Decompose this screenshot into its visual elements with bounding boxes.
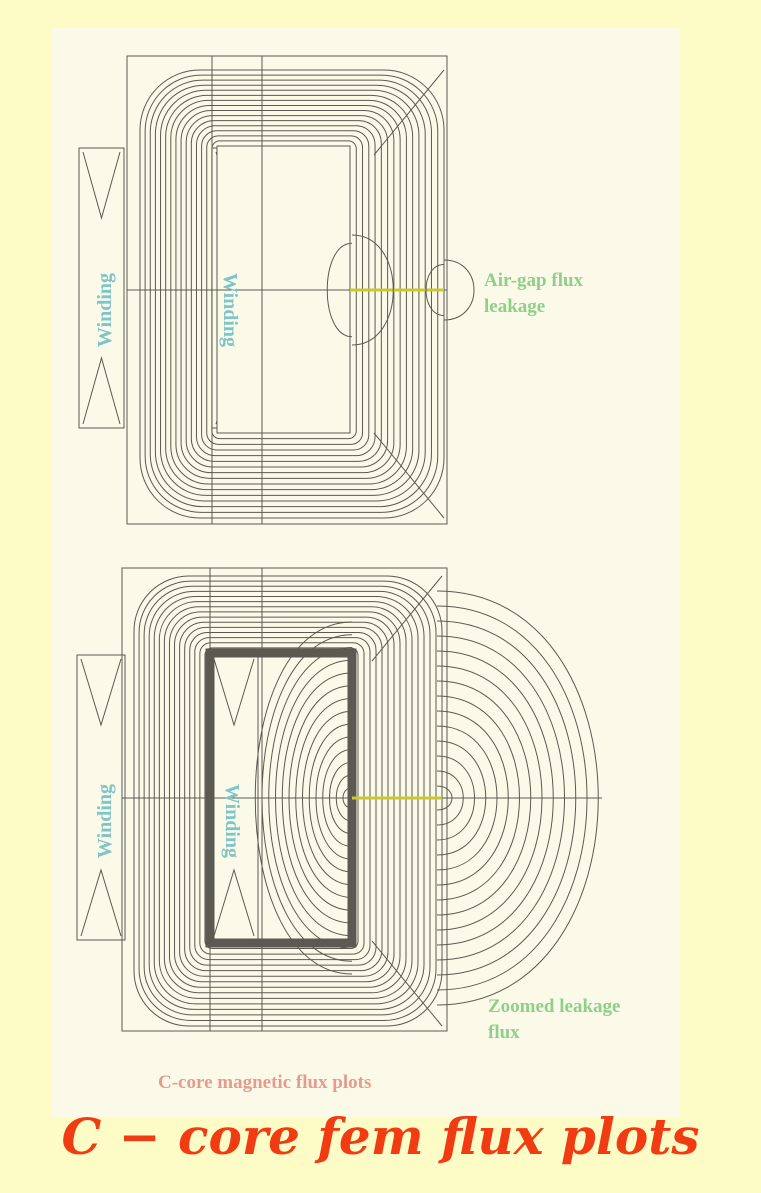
leakage-loop-right [436,635,565,961]
leakage-loop-right [436,590,599,1006]
winding-hatch [213,658,255,937]
flux-contour [175,104,401,479]
winding-hatch [82,151,121,425]
flux-plot-drawing [76,55,602,1032]
leakage-loop-left [288,685,353,911]
winding-box-outer [78,147,125,429]
leakage-loop-right [436,710,509,886]
leakage-loop-left [335,774,353,822]
leakage-loop-left [326,242,353,338]
leakage-loop-right [436,680,532,916]
top-left-winding-label: Winding [94,272,116,348]
leakage-loop-right [436,695,520,901]
leakage-loop-left [268,647,353,949]
winding-hatch [80,658,122,937]
flux-contour [170,99,407,485]
leakage-loop-right [436,755,475,841]
flux-contour [163,606,407,994]
leakage-loop-left [329,761,353,835]
air-gap-annotation: Air-gap flux leakage [484,268,583,319]
top-flux-plot [78,55,475,525]
flux-contour [158,601,413,999]
leakage-loop-right [436,785,453,811]
construction-lines [127,56,447,524]
flux-contour [144,74,439,513]
bottom-right-winding-label: Winding [221,783,243,859]
flux-contour [165,94,414,491]
zoomed-leakage-annotation-line2: flux [488,1021,520,1043]
leakage-loop-left [281,672,353,924]
leakage-loop-left [302,710,353,886]
bottom-flux-plot [76,567,602,1032]
leakage-loop-left [315,736,353,860]
figure-panel: Winding Winding Air-gap flux leakage Win… [52,28,680,1118]
top-right-winding-label: Winding [219,272,241,348]
zoomed-leakage-annotation: Zoomed leakage flux [488,994,620,1045]
leakage-loop-left [342,787,353,809]
leakage-loop-right [351,234,394,346]
leakage-loop-right [436,740,487,856]
leakage-loop-right [436,770,464,826]
outer-frame [121,567,448,1032]
flux-contour [133,575,443,1027]
flux-contour [153,596,419,1005]
leakage-loop-left [295,698,353,898]
flux-contour [168,611,401,988]
leakage-loop-left [425,264,445,316]
page-title: C − core fem flux plots [61,1107,700,1166]
leakage-loop-left [275,659,353,937]
zoomed-leakage-annotation-line1: Zoomed leakage [488,996,621,1017]
flux-contour [138,580,437,1021]
leakage-loop-right [443,259,475,321]
leakage-loop-right [436,605,588,991]
flux-contour [149,79,432,508]
flux-contour [180,110,395,474]
leakage-loop-right [436,725,498,871]
leakage-loop-right [436,665,543,931]
leakage-loop-left [322,749,353,847]
flux-contour [148,590,425,1010]
flux-contour [143,585,431,1016]
flux-contour [160,89,420,496]
air-gap-annotation-line1: Air-gap flux [484,270,584,291]
leakage-loop-left [254,621,353,975]
figure-caption: C-core magnetic flux plots [158,1072,372,1093]
leakage-loop-right [436,620,577,976]
leakage-loop-left [308,723,353,873]
air-gap-annotation-line2: leakage [484,295,546,317]
flux-contour [154,84,426,502]
bottom-left-winding-label: Winding [94,783,116,859]
flux-contour [139,69,445,519]
